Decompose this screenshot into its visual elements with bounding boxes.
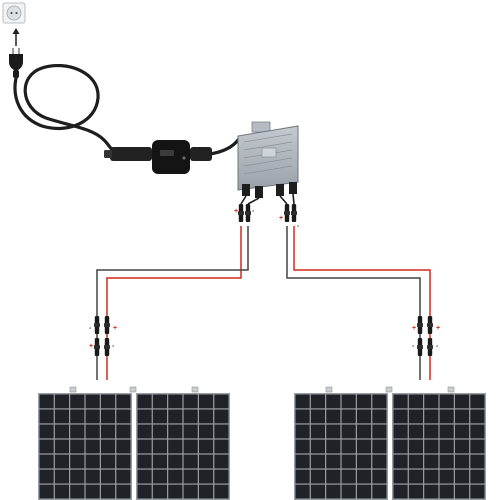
solar-panel-half [392,393,486,500]
solar-panel-icon [38,393,230,500]
panel-clips [69,386,455,393]
minus-label: - [252,208,255,215]
plus-label: + [234,208,238,215]
polarity-labels: + - + - - + + - + + - - [89,208,440,350]
negative-dc-wiring [96,226,421,380]
minus-label: - [297,223,300,230]
mc4-connector-icon [245,204,251,222]
plus-label: + [412,325,416,332]
wall-socket-icon [2,2,26,24]
mc4-connector-icon [104,316,110,334]
minus-label: - [412,343,415,350]
mc4-connector-icon [104,338,110,356]
plus-label: + [279,215,283,222]
mc4-connector-icon [291,204,297,222]
solar-panel-icon [294,393,486,500]
plus-label: + [113,325,117,332]
minus-label: - [89,325,92,332]
solar-panel-half [38,393,132,500]
arrow-up-icon [12,28,20,46]
mc4-connector-icon [94,316,100,334]
mc4-connector-icon [94,338,100,356]
mc4-connector-icon [417,338,423,356]
positive-dc-wiring [106,226,431,380]
mc4-connector-icon [284,204,290,222]
mc4-connectors [94,204,433,356]
plus-label: + [89,343,93,350]
solar-panel-half [136,393,230,500]
mc4-connector-icon [417,316,423,334]
solar-panel-half [294,393,388,500]
schuko-plug-icon [9,48,23,78]
minus-label: - [112,343,115,350]
micro-inverter-icon [237,121,299,198]
ac-junction-box-icon [104,140,212,174]
plus-label: + [436,325,440,332]
minus-label: - [436,343,439,350]
ac-cable [13,63,240,156]
mc4-connector-icon [427,316,433,334]
mc4-connector-icon [238,204,244,222]
inverter-dc-leads [240,193,295,205]
mc4-connector-icon [427,338,433,356]
